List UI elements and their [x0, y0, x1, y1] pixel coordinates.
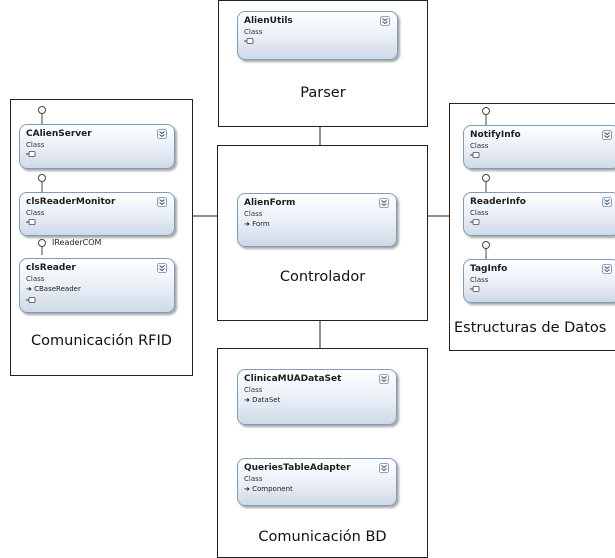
package-label: Comunicación RFID: [31, 333, 172, 349]
class-base-type: ➜ DataSet: [244, 396, 280, 404]
inherits-arrow-icon: ➜: [244, 396, 250, 404]
collapse-toggle-icon[interactable]: [157, 197, 167, 207]
collapse-toggle-icon[interactable]: [379, 374, 389, 384]
class-name: NotifyInfo: [470, 130, 521, 140]
class-name: AlienUtils: [244, 16, 293, 26]
class-stereotype: Class: [244, 28, 263, 36]
collapse-toggle-icon[interactable]: [602, 197, 612, 207]
inherits-arrow-icon: ➜: [244, 220, 250, 228]
class-base-type: ➜ Component: [244, 485, 293, 493]
class-base-name: Component: [252, 485, 293, 493]
class-stereotype: Class: [244, 475, 263, 483]
interface-lollipop-icon: [482, 107, 490, 125]
class-stereotype: Class: [470, 209, 489, 217]
class-stereotype: Class: [244, 386, 263, 394]
class-base-name: DataSet: [252, 396, 281, 404]
collapse-toggle-icon[interactable]: [157, 263, 167, 273]
class-alienutils[interactable]: AlienUtils Class: [237, 11, 398, 60]
class-calienserver[interactable]: CAlienServer Class: [19, 124, 175, 169]
class-taginfo[interactable]: TagInfo Class: [463, 259, 615, 303]
class-base-name: Form: [252, 220, 270, 228]
package-comunicacion-bd: ClinicaMUADataSet Class ➜ DataSet Querie…: [217, 348, 428, 558]
package-comunicacion-rfid: CAlienServer Class clsReaderMonitor Clas…: [10, 99, 193, 376]
inherits-arrow-icon: ➜: [26, 285, 32, 293]
class-name: CAlienServer: [26, 129, 92, 139]
class-clsreadermonitor[interactable]: clsReaderMonitor Class: [19, 192, 175, 236]
interface-lollipop-icon: [38, 106, 46, 124]
class-stereotype: Class: [26, 275, 45, 283]
class-ref-icon: [470, 152, 480, 158]
package-controlador: AlienForm Class ➜ Form Controlador: [217, 145, 428, 321]
class-ref-icon: [244, 38, 254, 44]
class-ref-icon: [470, 286, 480, 292]
class-stereotype: Class: [470, 276, 489, 284]
interface-lollipop-icon: [482, 241, 490, 259]
class-base-name: CBaseReader: [34, 285, 81, 293]
package-estructuras-de-datos: NotifyInfo Class ReaderInfo Class: [449, 103, 615, 351]
collapse-toggle-icon[interactable]: [379, 198, 389, 208]
class-ref-icon: [26, 151, 36, 157]
package-label: Parser: [300, 85, 346, 101]
class-ref-icon: [26, 219, 36, 225]
collapse-toggle-icon[interactable]: [157, 129, 167, 139]
collapse-toggle-icon[interactable]: [602, 264, 612, 274]
class-notifyinfo[interactable]: NotifyInfo Class: [463, 125, 615, 169]
package-label: Controlador: [279, 269, 366, 285]
interface-label: IReaderCOM: [52, 238, 102, 247]
ireadercom-interface-icon: [38, 239, 46, 255]
class-readerinfo[interactable]: ReaderInfo Class: [463, 192, 615, 236]
class-stereotype: Class: [26, 209, 45, 217]
class-clsreader[interactable]: clsReader Class ➜ CBaseReader: [19, 258, 175, 313]
class-name: QueriesTableAdapter: [244, 463, 351, 473]
class-name: ReaderInfo: [470, 197, 526, 207]
interface-lollipop-icon: [482, 174, 490, 192]
class-base-type: ➜ CBaseReader: [26, 285, 81, 293]
class-name: TagInfo: [470, 264, 508, 274]
class-stereotype: Class: [470, 142, 489, 150]
interface-lollipop-icon: [38, 174, 46, 192]
class-stereotype: Class: [26, 141, 45, 149]
class-name: clsReader: [26, 263, 76, 273]
package-label: Estructuras de Datos: [454, 320, 607, 336]
package-label: Comunicación BD: [258, 529, 387, 545]
class-name: clsReaderMonitor: [26, 197, 116, 207]
inherits-arrow-icon: ➜: [244, 485, 250, 493]
package-parser: AlienUtils Class Parser: [218, 0, 428, 127]
collapse-toggle-icon[interactable]: [379, 463, 389, 473]
class-clinicamuadataset[interactable]: ClinicaMUADataSet Class ➜ DataSet: [237, 369, 397, 425]
class-alienform[interactable]: AlienForm Class ➜ Form: [237, 193, 397, 247]
class-ref-icon: [26, 297, 36, 303]
class-name: AlienForm: [244, 198, 296, 208]
collapse-toggle-icon[interactable]: [602, 130, 612, 140]
class-base-type: ➜ Form: [244, 220, 270, 228]
class-queriestableadapter[interactable]: QueriesTableAdapter Class ➜ Component: [237, 458, 397, 506]
class-stereotype: Class: [244, 210, 263, 218]
collapse-toggle-icon[interactable]: [380, 16, 390, 26]
class-ref-icon: [470, 219, 480, 225]
class-name: ClinicaMUADataSet: [244, 374, 342, 384]
